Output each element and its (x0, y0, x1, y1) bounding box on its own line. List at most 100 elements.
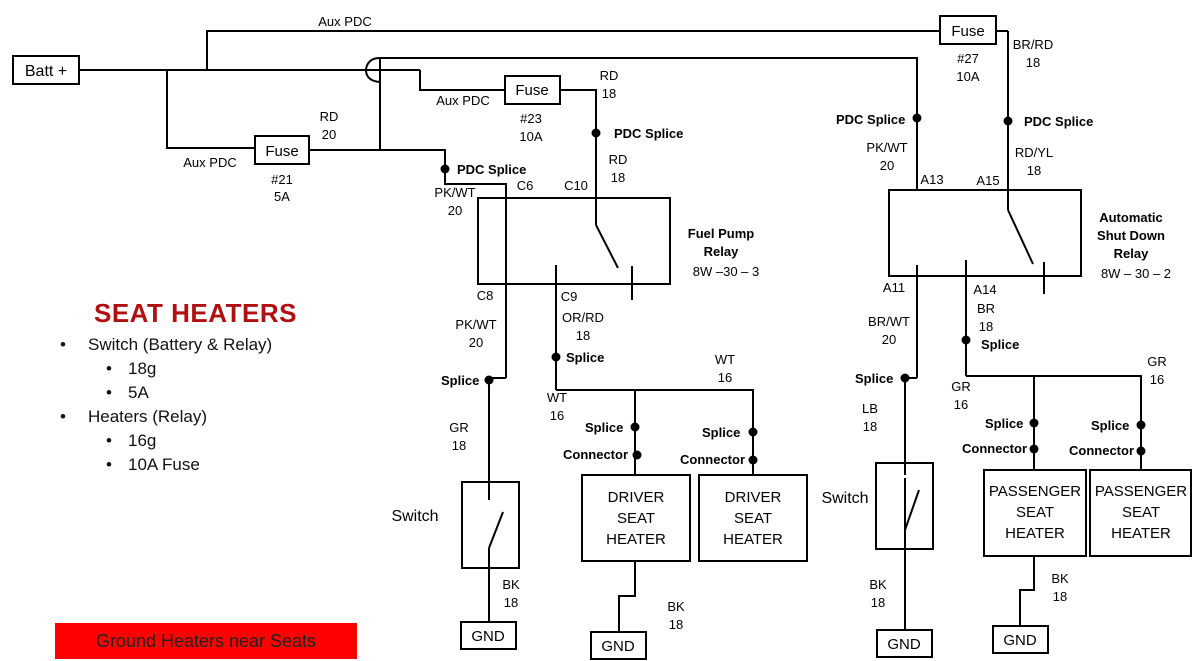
splice-label: Splice (441, 373, 479, 388)
fuse-27: Fuse #27 10A (939, 15, 997, 84)
wire-gauge: 20 (880, 158, 894, 173)
legend-list: Switch (Battery & Relay) 18g 5A Heaters … (58, 333, 358, 477)
splice-dot (961, 335, 971, 345)
wire-gauge: 16 (1150, 372, 1164, 387)
wire-gauge: 20 (322, 127, 336, 142)
driver-heater-line-1: DRIVER (608, 489, 665, 506)
wire-color: BK (502, 577, 520, 592)
fuse-27-rating: 10A (956, 69, 979, 84)
splice-label: Splice (981, 337, 1019, 352)
passenger-heater-2-line-3: HEATER (1111, 525, 1171, 542)
pdc-splice-dot (591, 128, 601, 138)
connector-label: Connector (563, 447, 628, 462)
pin-c10: C10 (564, 178, 588, 193)
wire-gauge: 18 (452, 438, 466, 453)
aux-pdc-label: Aux PDC (318, 14, 371, 29)
wire-gauge: 18 (611, 170, 625, 185)
pin-c8: C8 (477, 288, 494, 303)
pin-c6: C6 (517, 178, 534, 193)
connector-dot (632, 450, 642, 460)
aux-pdc-label: Aux PDC (183, 155, 236, 170)
asd-relay-contacts (1007, 190, 1045, 294)
connector-label: Connector (1069, 443, 1134, 458)
battery: Batt + (12, 55, 80, 85)
driver-heater-line-2: SEAT (617, 510, 655, 527)
passenger-heater-2-line-2: SEAT (1122, 504, 1160, 521)
splice-label: Splice (1091, 418, 1129, 433)
gnd-label: GND (887, 636, 921, 653)
connector-label: Connector (962, 441, 1027, 456)
fuel-pump-relay-name-2: Relay (704, 244, 739, 259)
driver-heater-2-line-3: HEATER (723, 531, 783, 548)
pin-a15: A15 (976, 173, 999, 188)
pin-a11: A11 (883, 280, 905, 295)
wire-gauge: 18 (576, 328, 590, 343)
wire-color: GR (1147, 354, 1167, 369)
splice-dot (484, 375, 494, 385)
fuse-27-number: #27 (957, 51, 979, 66)
fuse-23-number: #23 (520, 111, 542, 126)
wire-gauge: 18 (863, 419, 877, 434)
wire-color: BR/RD (1013, 37, 1053, 52)
wire-color: RD/YL (1015, 145, 1053, 160)
labels: Aux PDC Aux PDC Aux PDC RD 20 RD 18 PDC … (183, 14, 1166, 632)
pdc-splice-label: PDC Splice (614, 126, 683, 141)
wire-gauge: 18 (504, 595, 518, 610)
switch-right-label: Switch (821, 490, 868, 507)
wire-color: PK/WT (866, 140, 907, 155)
legend-item: 5A (58, 381, 358, 405)
wire-gauge: 18 (1053, 589, 1067, 604)
splice-label: Splice (855, 371, 893, 386)
wire-gauge: 18 (1027, 163, 1041, 178)
wire-color: BR (977, 301, 995, 316)
driver-seat-heater: DRIVER SEAT HEATER (581, 474, 691, 562)
wire-color: OR/RD (562, 310, 604, 325)
splice-label: Splice (985, 416, 1023, 431)
wire-color: LB (862, 401, 878, 416)
wire-color: GR (951, 379, 971, 394)
gnd-driver: GND (590, 631, 647, 660)
splice-label: Splice (566, 350, 604, 365)
splice-dot (630, 422, 640, 432)
fuse-23-label: Fuse (515, 82, 548, 99)
driver-seat-heater-2: DRIVER SEAT HEATER (698, 474, 808, 562)
wire-color: BK (869, 577, 887, 592)
passenger-heater-line-1: PASSENGER (989, 483, 1081, 500)
wire-color: PK/WT (434, 185, 475, 200)
pdc-splice-dot (912, 113, 922, 123)
fuel-pump-relay-name-1: Fuel Pump (688, 226, 755, 241)
gnd-switch-right: GND (876, 629, 933, 658)
wire-color: GR (449, 420, 469, 435)
fuel-pump-relay: Fuel Pump Relay 8W –30 – 3 (477, 197, 760, 285)
fuse-23-rating: 10A (519, 129, 542, 144)
wire-color: WT (547, 390, 567, 405)
asd-relay-code: 8W – 30 – 2 (1101, 266, 1171, 281)
asd-relay: Automatic Shut Down Relay 8W – 30 – 2 (888, 189, 1171, 281)
wire-gauge: 18 (871, 595, 885, 610)
pin-a14: A14 (973, 282, 996, 297)
fuse-21-rating: 5A (274, 189, 290, 204)
passenger-heater-line-2: SEAT (1016, 504, 1054, 521)
fuel-pump-relay-code: 8W –30 – 3 (693, 264, 760, 279)
driver-heater-2-line-1: DRIVER (725, 489, 782, 506)
wires (80, 30, 1142, 632)
legend-item: 10A Fuse (58, 453, 358, 477)
splice-dot (551, 352, 561, 362)
wire-gauge: 16 (954, 397, 968, 412)
fuse-27-label: Fuse (951, 23, 984, 40)
connector-dot (1029, 444, 1039, 454)
pdc-splice-label: PDC Splice (1024, 114, 1093, 129)
wire-color: RD (320, 109, 339, 124)
wire-color: WT (715, 352, 735, 367)
legend-title: SEAT HEATERS (94, 298, 297, 328)
wire-gauge: 18 (979, 319, 993, 334)
splice-label: Splice (702, 425, 740, 440)
wire-gauge: 18 (602, 86, 616, 101)
connector-dot (748, 455, 758, 465)
wire-color: RD (600, 68, 619, 83)
splice-dot (1029, 418, 1039, 428)
legend-item: 18g (58, 357, 358, 381)
splice-dot (748, 427, 758, 437)
gnd-label: GND (601, 638, 635, 655)
